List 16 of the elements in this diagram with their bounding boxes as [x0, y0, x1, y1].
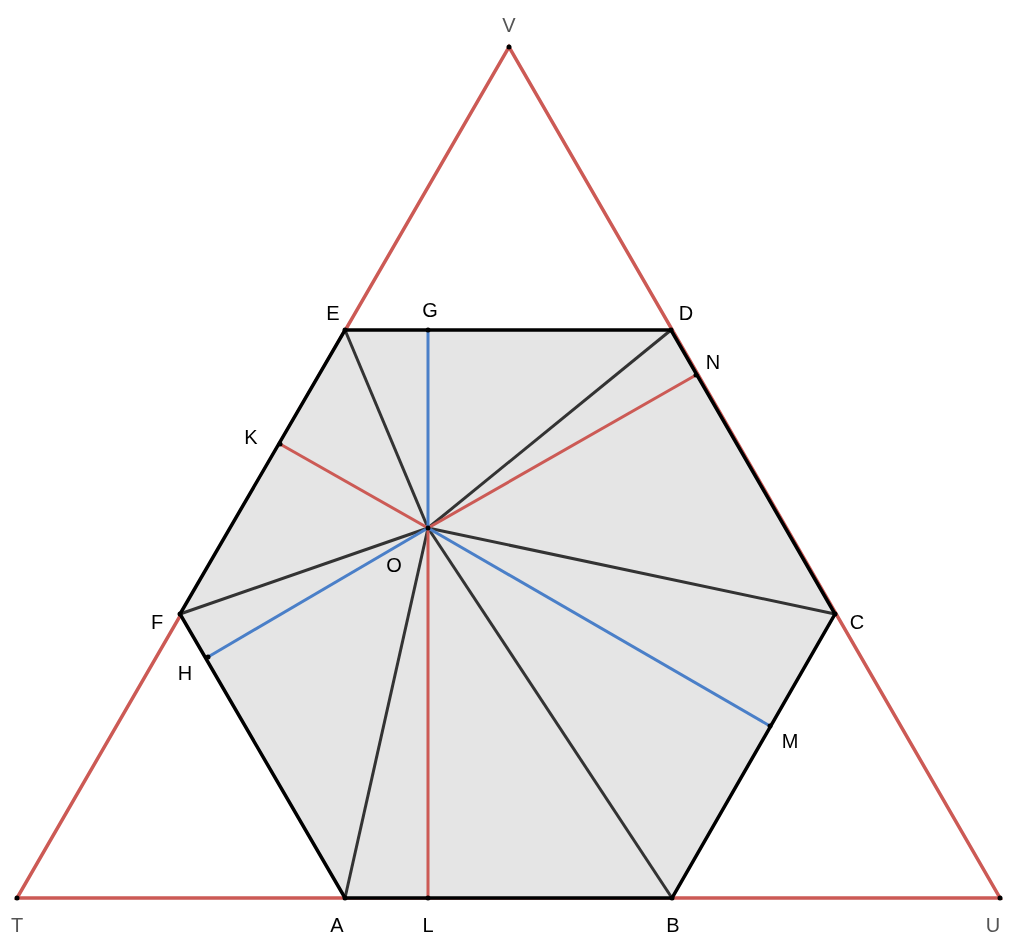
point-label: D	[678, 303, 694, 323]
point-label: C	[849, 612, 865, 632]
point-label: O	[386, 555, 402, 575]
point-label: U	[985, 915, 1001, 935]
point-label: L	[422, 915, 434, 935]
point-label: G	[422, 300, 438, 320]
point-label: A	[330, 915, 344, 935]
point-label: T	[10, 915, 24, 935]
point-label: K	[244, 427, 258, 447]
point-label: N	[705, 352, 721, 372]
point-label: E	[326, 303, 340, 323]
point-label: H	[177, 663, 193, 683]
point-label: B	[666, 915, 680, 935]
point-label: V	[502, 15, 516, 35]
point-label: F	[150, 612, 164, 632]
point-label: M	[781, 731, 799, 751]
